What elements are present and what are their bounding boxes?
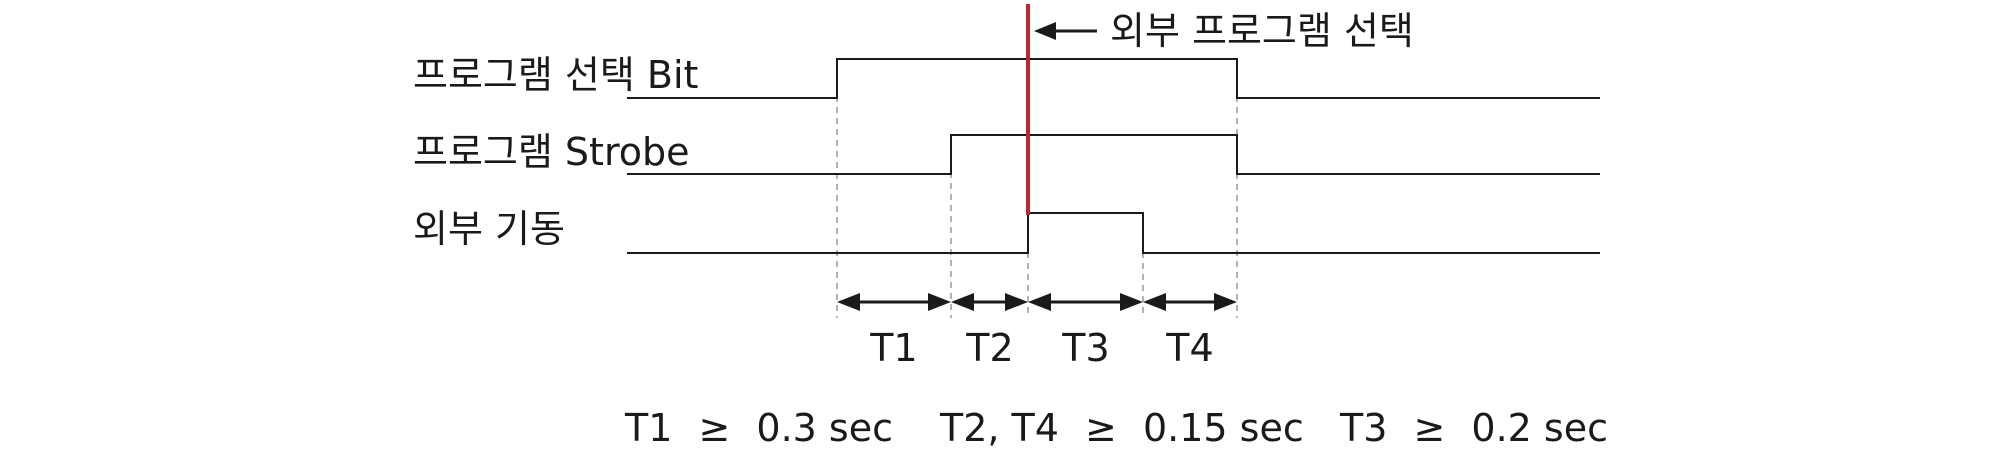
guide-lines bbox=[836, 96, 1238, 318]
interval-label-t2: T2 bbox=[965, 326, 1013, 370]
constraint-t3-label: T3 bbox=[1339, 406, 1387, 450]
constraint-t2-t4-value: 0.15 sec bbox=[1143, 406, 1304, 450]
constraint-t1-op: ≥ bbox=[698, 406, 730, 450]
interval-arrow-t3 bbox=[1028, 293, 1143, 311]
signal-label-program-select-bit: 프로그램 선택 Bit bbox=[413, 53, 698, 97]
constraint-t1: T1 ≥ 0.3 sec bbox=[624, 406, 893, 450]
constraint-t3-op: ≥ bbox=[1413, 406, 1445, 450]
constraint-t2-t4-label: T2, T4 bbox=[939, 406, 1059, 450]
interval-arrow-t4 bbox=[1143, 293, 1237, 311]
constraint-t1-label: T1 bbox=[624, 406, 672, 450]
constraint-t3: T3 ≥ 0.2 sec bbox=[1339, 406, 1608, 450]
constraint-t2-t4-op: ≥ bbox=[1085, 406, 1117, 450]
interval-label-t4: T4 bbox=[1165, 326, 1213, 370]
constraint-t3-value: 0.2 sec bbox=[1471, 406, 1608, 450]
waveform-program-select-bit bbox=[627, 58, 1600, 99]
signal-label-program-strobe: 프로그램 Strobe bbox=[413, 130, 689, 174]
interval-label-t3: T3 bbox=[1061, 326, 1109, 370]
signal-label-external-start: 외부 기동 bbox=[413, 207, 565, 251]
waveform-program-strobe bbox=[627, 134, 1600, 175]
interval-label-t1: T1 bbox=[869, 326, 917, 370]
interval-arrow-t2 bbox=[951, 293, 1028, 311]
annotation-label: 외부 프로그램 선택 bbox=[1110, 9, 1414, 53]
constraint-t2-t4: T2, T4 ≥ 0.15 sec bbox=[939, 406, 1304, 450]
waveform-external-start bbox=[627, 212, 1600, 254]
interval-arrow-t1 bbox=[837, 293, 951, 311]
constraint-t1-value: 0.3 sec bbox=[756, 406, 893, 450]
annotation-arrow-icon bbox=[1034, 22, 1097, 40]
